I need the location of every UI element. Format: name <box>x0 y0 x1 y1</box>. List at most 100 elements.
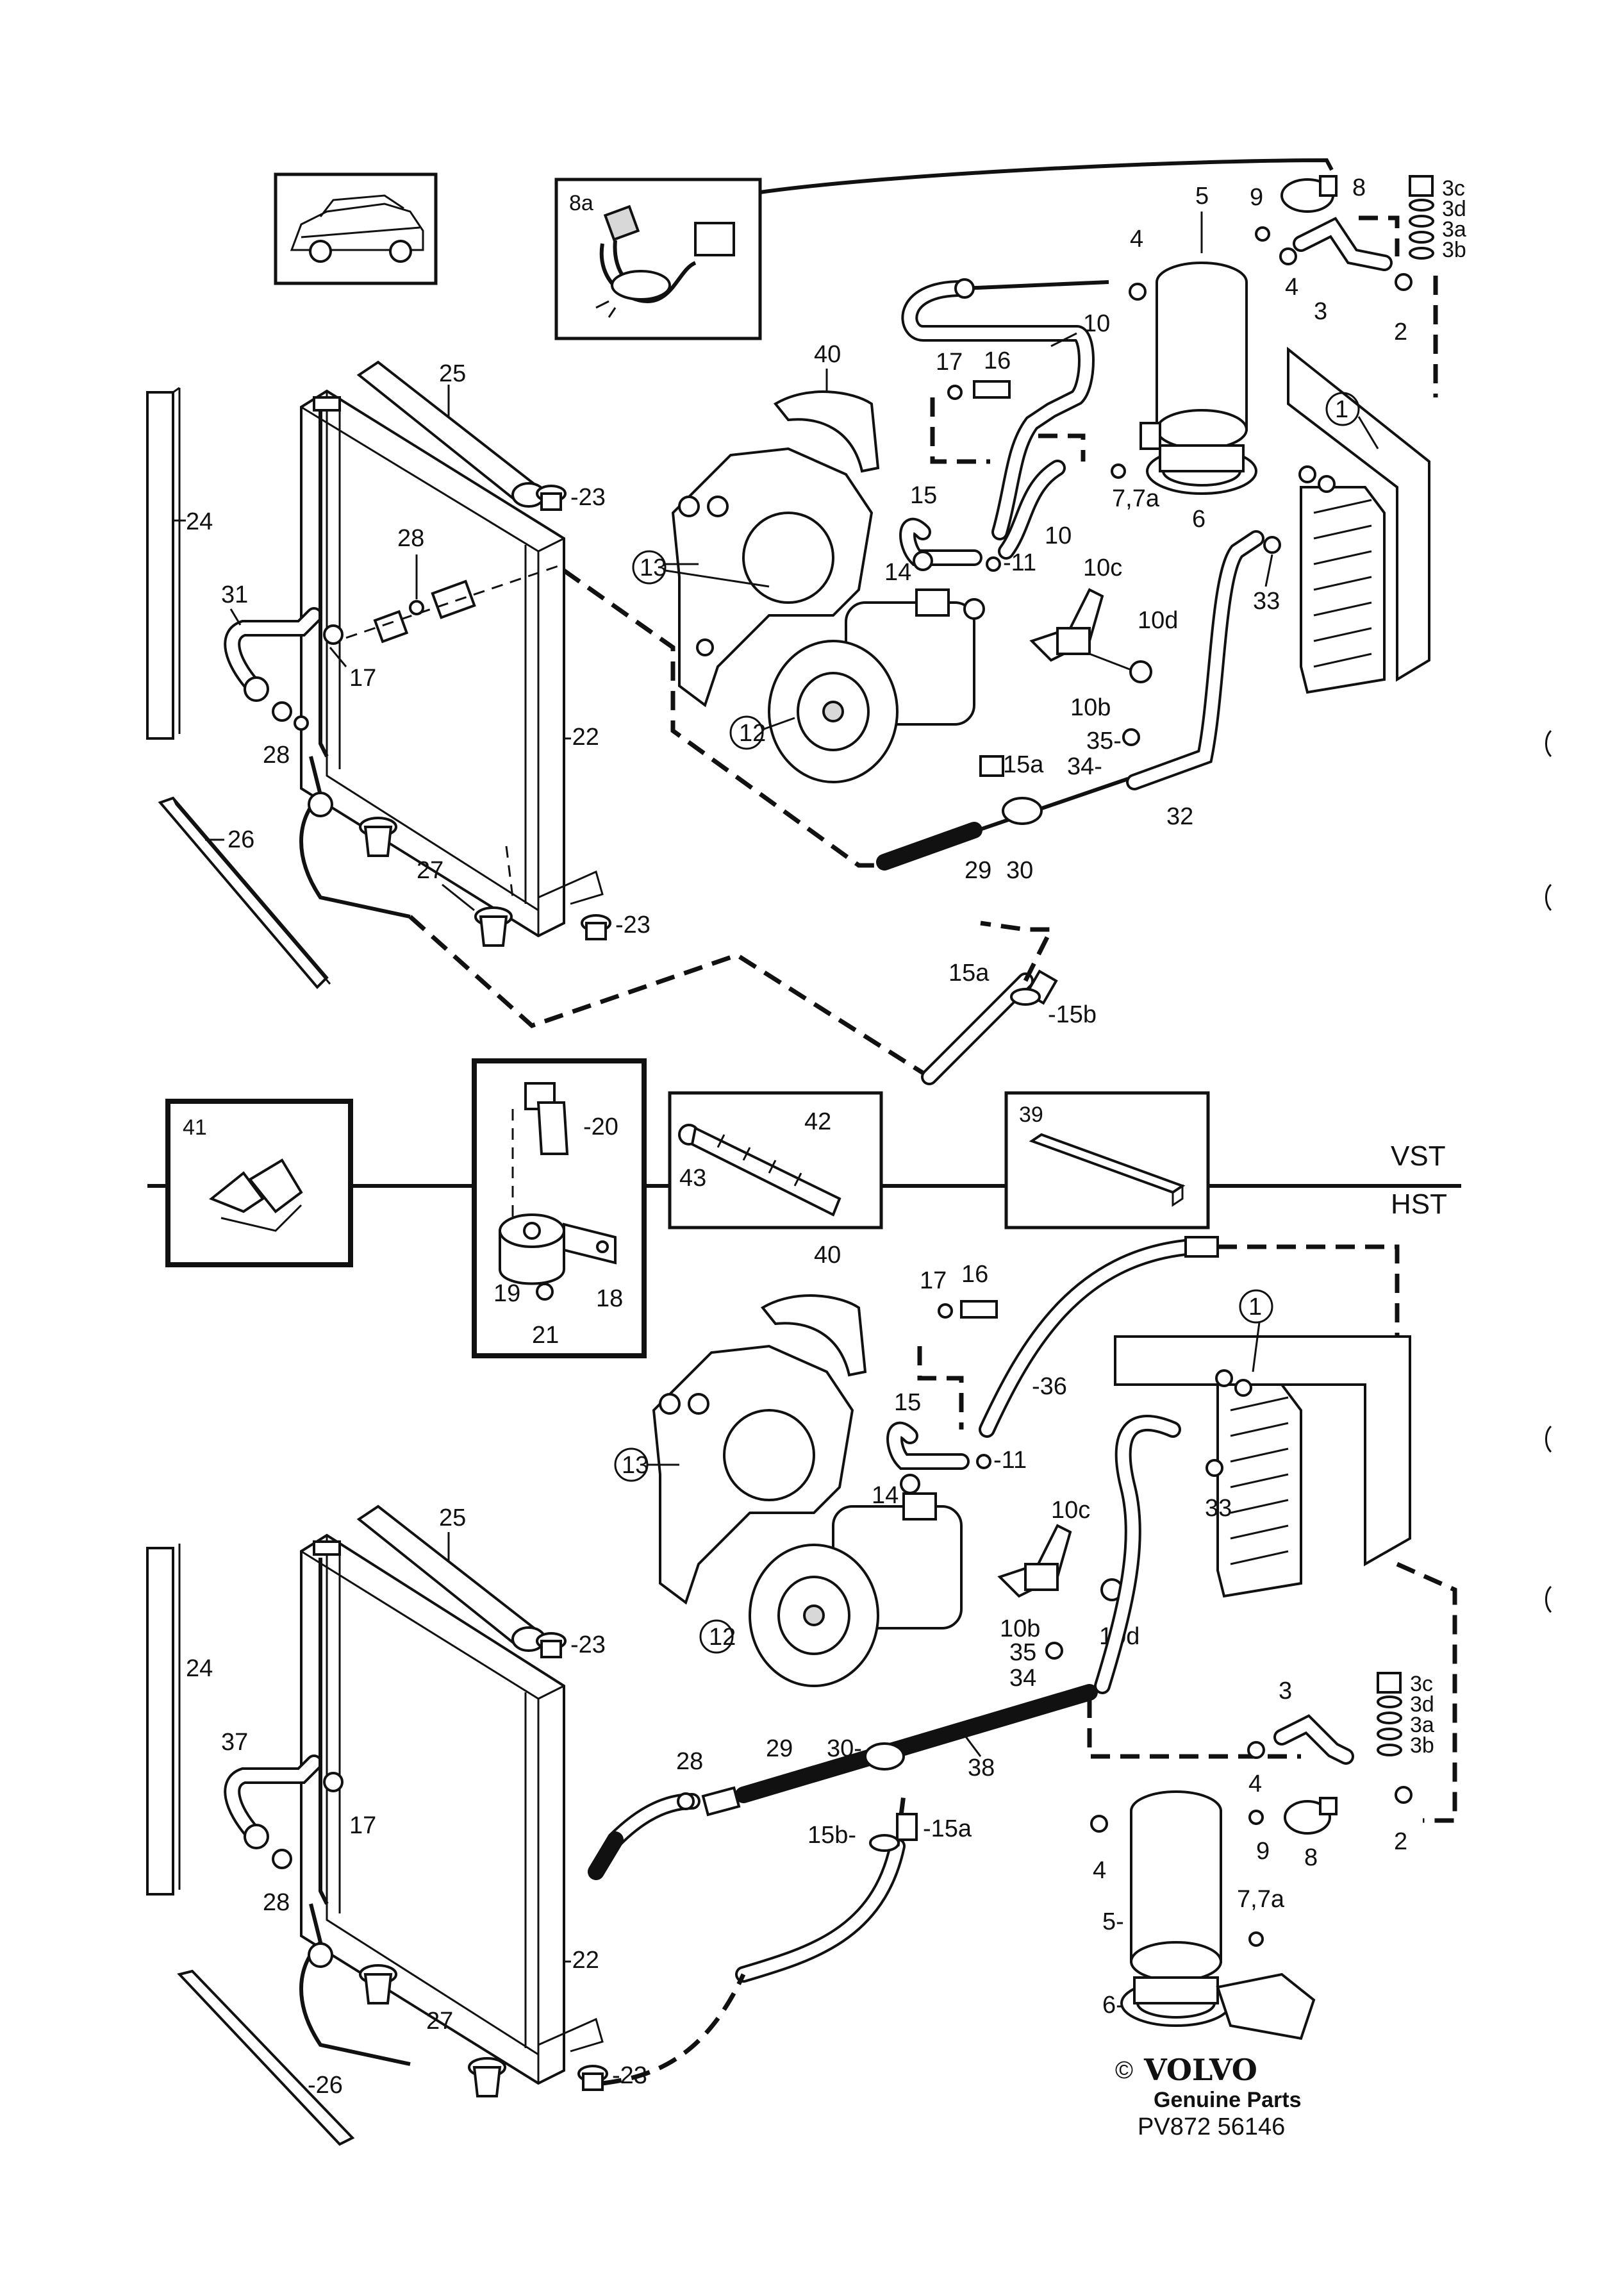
label-11-bottom: -11 <box>993 1447 1027 1474</box>
label-17b-top: 17 <box>936 349 963 376</box>
hst-label: HST <box>1391 1188 1447 1220</box>
plug-27a-bottom <box>359 1964 397 2004</box>
label-35-top: 35- <box>1086 728 1122 754</box>
label-10b-top: 10 <box>1045 522 1072 549</box>
label-28a-bottom: 28 <box>263 1889 290 1916</box>
label-4a-bottom: 4 <box>1248 1771 1262 1797</box>
clamp-30-top <box>1002 797 1043 825</box>
volvo-logo-icon: © VOLVO Genuine Parts PV872 56146 <box>1115 2053 1302 2140</box>
label-8a: 8a <box>569 191 593 215</box>
label-23a-top: -23 <box>570 484 606 511</box>
label-12-top: 12 <box>739 720 766 747</box>
label-2-bottom: 2 <box>1394 1828 1407 1855</box>
label-1-top: 1 <box>1335 396 1348 423</box>
valve-cap-3c-bottom <box>1377 1672 1402 1756</box>
label-35-bottom: 35 <box>1009 1639 1036 1666</box>
label-22-top: -22 <box>564 724 599 751</box>
label-3b-top: 3b <box>1442 238 1466 262</box>
margin-mark <box>1545 883 1552 912</box>
label-3a-bottom: 3a <box>1410 1713 1434 1737</box>
switch-16-top <box>947 380 1011 400</box>
label-23b-top: -23 <box>615 912 650 938</box>
label-3d-bottom: 3d <box>1410 1692 1434 1717</box>
label-24-top: 24 <box>186 508 213 535</box>
plug-27b-top <box>474 906 513 947</box>
connector-inset: 8a <box>554 178 762 340</box>
label-30-top: 30 <box>1006 857 1033 884</box>
label-3d-top: 3d <box>1442 197 1466 221</box>
label-14-top: 14 <box>884 559 911 586</box>
compressor-bracket-top <box>671 447 874 708</box>
bracket-icon <box>499 1082 617 1301</box>
label-3-top: 3 <box>1314 298 1327 325</box>
label-14-bottom: 14 <box>872 1482 899 1509</box>
label-34-top: 34- <box>1067 753 1102 780</box>
label-77a-top: 7,7a <box>1112 485 1160 512</box>
fitting-28-top <box>345 563 565 644</box>
label-41: 41 <box>183 1115 207 1140</box>
car-icon <box>290 194 424 263</box>
label-16-top: 16 <box>984 347 1011 374</box>
clamp-30-bottom <box>864 1742 905 1771</box>
label-15-top: 15 <box>910 482 937 509</box>
label-27-top: 27 <box>417 857 443 884</box>
logo-copyright: © <box>1115 2057 1133 2084</box>
label-28b-top: 28 <box>263 742 290 769</box>
compressor-bracket-bottom <box>652 1344 854 1605</box>
label-3c-top: 3c <box>1442 176 1465 201</box>
label-3b-bottom: 3b <box>1410 1733 1434 1758</box>
label-10d-top: 10d <box>1138 607 1178 634</box>
label-6-top: 6 <box>1192 506 1206 533</box>
label-40-bottom: 40 <box>814 1242 841 1269</box>
label-18: 18 <box>596 1285 623 1312</box>
bolt-35-top <box>1122 728 1140 746</box>
label-15b-top: -15b <box>1048 1001 1097 1028</box>
foam-strip-26-top <box>158 796 331 989</box>
condenser-22-bottom <box>300 1533 604 2085</box>
label-17b-bottom: 17 <box>920 1267 947 1294</box>
plug-27b-bottom <box>468 2057 506 2097</box>
label-11-top: -11 <box>1003 549 1036 576</box>
foam-strip-26-bottom <box>177 1969 355 2146</box>
margin-mark <box>1545 1585 1552 1613</box>
bolt-35-bottom <box>1045 1642 1063 1660</box>
label-9-bottom: 9 <box>1256 1838 1270 1865</box>
label-23a-bottom: -23 <box>570 1631 606 1658</box>
clamp-15b-top <box>1010 969 1058 1006</box>
label-6-bottom: 6- <box>1102 1992 1124 2019</box>
label-25-top: 25 <box>439 360 466 387</box>
label-15-bottom: 15 <box>894 1389 921 1416</box>
grommet-23b-bottom <box>577 2065 608 2091</box>
label-3a-top: 3a <box>1442 217 1466 242</box>
label-10bb-top: 10b <box>1070 694 1111 721</box>
label-15a-top: 15a <box>1003 751 1044 778</box>
label-4b-top: 4 <box>1285 274 1298 301</box>
pressure-switch-8-bottom <box>1284 1797 1338 1835</box>
evaporator-1-top <box>1287 346 1430 694</box>
valve-cap-3c-top <box>1409 175 1434 260</box>
hose-icon <box>678 1124 841 1217</box>
label-10a-top: 10 <box>1083 310 1110 337</box>
label-30-bottom: 30- <box>827 1735 862 1762</box>
label-4a-top: 4 <box>1130 226 1143 253</box>
label-15a-bottom: -15a <box>923 1815 972 1842</box>
switch-wire <box>759 158 1334 194</box>
condenser-22-top <box>300 389 604 938</box>
label-34-bottom: 34 <box>1009 1665 1036 1692</box>
label-40-top: 40 <box>814 341 841 368</box>
logo-brand: VOLVO <box>1143 2053 1257 2087</box>
grommet-23a-bottom <box>536 1632 567 1658</box>
foam-strip-24-top <box>146 387 181 740</box>
logo-code: PV872 56146 <box>1138 2113 1285 2140</box>
label-29-top: 29 <box>965 857 991 884</box>
label-10c-top: 10c <box>1083 554 1122 581</box>
rubber-25-top <box>356 360 546 508</box>
receiver-drier-5-top <box>1146 262 1257 495</box>
compressor-12-bottom <box>749 1492 963 1687</box>
evaporator-1-bottom <box>1114 1335 1411 1598</box>
label-5-top: 5 <box>1195 183 1209 210</box>
label-77a-bottom: 7,7a <box>1237 1886 1285 1913</box>
grommet-icon <box>536 485 567 511</box>
label-39: 39 <box>1019 1103 1043 1127</box>
tube-inset-39: 39 <box>1004 1091 1210 1229</box>
